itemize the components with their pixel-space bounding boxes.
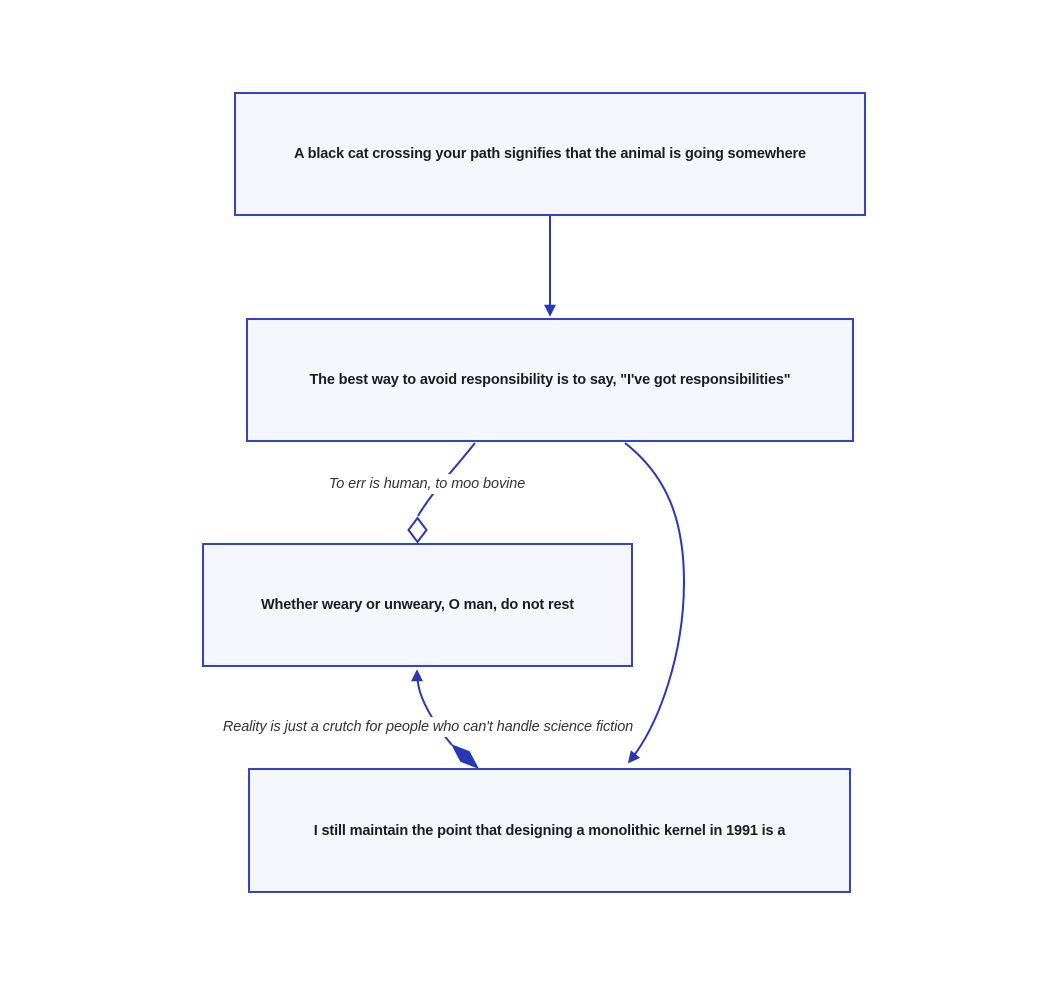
flowchart-node-1: A black cat crossing your path signifies… xyxy=(234,92,866,216)
node-2-label: The best way to avoid responsibility is … xyxy=(309,372,791,388)
flowchart-node-4: I still maintain the point that designin… xyxy=(248,768,851,893)
node-1-label: A black cat crossing your path signifies… xyxy=(294,146,806,162)
edge-label-to-err-is-human: To err is human, to moo bovine xyxy=(324,474,530,494)
flowchart-node-3: Whether weary or unweary, O man, do not … xyxy=(202,543,633,667)
flowchart-node-2: The best way to avoid responsibility is … xyxy=(246,318,854,442)
node-3-label: Whether weary or unweary, O man, do not … xyxy=(260,597,574,613)
edge-label-reality-crutch: Reality is just a crutch for people who … xyxy=(218,717,638,737)
node-4-label: I still maintain the point that designin… xyxy=(313,822,786,839)
filled-diamond-marker xyxy=(450,744,480,769)
edge-node2-node4 xyxy=(624,442,686,764)
open-diamond-marker xyxy=(407,516,428,544)
